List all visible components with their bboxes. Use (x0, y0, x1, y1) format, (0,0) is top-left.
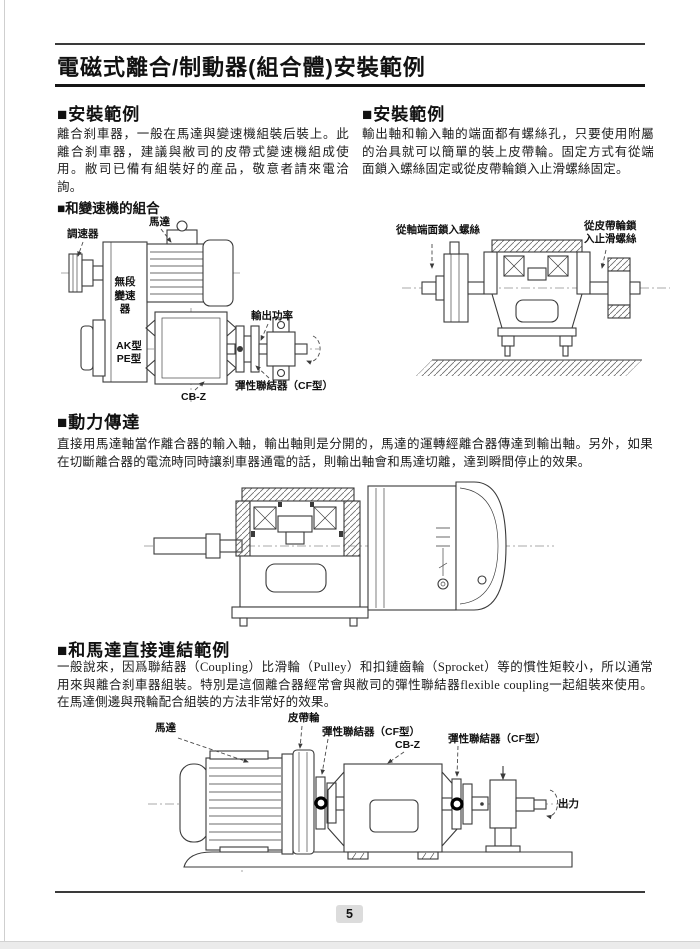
label-motor-direct: 馬達 (155, 722, 176, 734)
variator-figure-title: ■和變速機的組合 (57, 201, 160, 216)
label-variator: 無段變速器 (114, 276, 136, 316)
page-edge-line (4, 0, 5, 949)
footer-rule (55, 891, 645, 893)
power-section-heading: ■動力傳達 (57, 413, 141, 432)
label-cbz: CB-Z (181, 391, 207, 403)
label-output-power: 輸出功率 (251, 310, 293, 322)
right-section-heading: ■安裝範例 (362, 105, 446, 124)
figure-direct-coupling: 馬達 皮帶輪 彈性聯結器（CF型） CB-Z 彈性聯結器（CF型） 出力 (126, 706, 590, 878)
direct-section-heading: ■和馬達直接連結範例 (57, 641, 231, 660)
title-rule (55, 84, 645, 87)
label-shaft-end-screw: 從軸端面鎖入螺絲 (396, 224, 480, 236)
label-cbz-direct: CB-Z (395, 739, 421, 751)
label-ak: AK型 (116, 340, 142, 352)
label-pulley-screw: 從皮帶輪鎖入止滑螺絲 (584, 220, 637, 246)
clutch-motor-section-drawing (144, 481, 554, 627)
left-section-body: 離合刹車器，一般在馬達與變速機組裝后裝上。此離合刹車器，建議與敝司的皮帶式變速機… (57, 127, 349, 194)
variator-assembly-drawing (61, 220, 321, 402)
page-title: 電磁式離合/制動器(組合體)安裝範例 (57, 55, 426, 80)
pulley-mounting-drawing (402, 239, 670, 376)
direct-section-body: 一般說來，因爲聯結器（Coupling）比滑輪（Pulley）和扣鏈齒輪（Spr… (57, 660, 653, 709)
label-pe: PE型 (116, 353, 142, 366)
figure-pulley-mounting: 從軸端面鎖入螺絲 從皮帶輪鎖入止滑螺絲 (388, 218, 684, 380)
page-bottom-edge (0, 941, 700, 949)
right-section-body: 輸出軸和輸入軸的端面都有螺絲孔，只要使用附屬的治具就可以簡單的裝上皮帶輪。固定方… (362, 127, 654, 176)
label-coupling-rear: 彈性聯結器（CF型） (448, 733, 546, 745)
label-pulley: 皮帶輪 (288, 712, 320, 724)
label-governor: 調速器 (67, 228, 99, 240)
page-number-badge: 5 (336, 905, 363, 923)
label-motor: 馬達 (149, 216, 170, 228)
left-section-heading: ■安裝範例 (57, 105, 141, 124)
label-output: 出力 (558, 798, 579, 810)
power-section-body: 直接用馬達軸當作離合器的輸入軸，輸出軸則是分開的，馬達的運轉經離合器傳達到輸出軸… (57, 437, 653, 469)
label-coupling-front: 彈性聯結器（CF型） (322, 726, 420, 738)
label-flexible-coupling: 彈性聯結器（CF型） (235, 380, 333, 392)
figure-power-transmission (140, 474, 560, 638)
direct-coupling-drawing (148, 725, 573, 874)
top-rule (55, 43, 645, 45)
